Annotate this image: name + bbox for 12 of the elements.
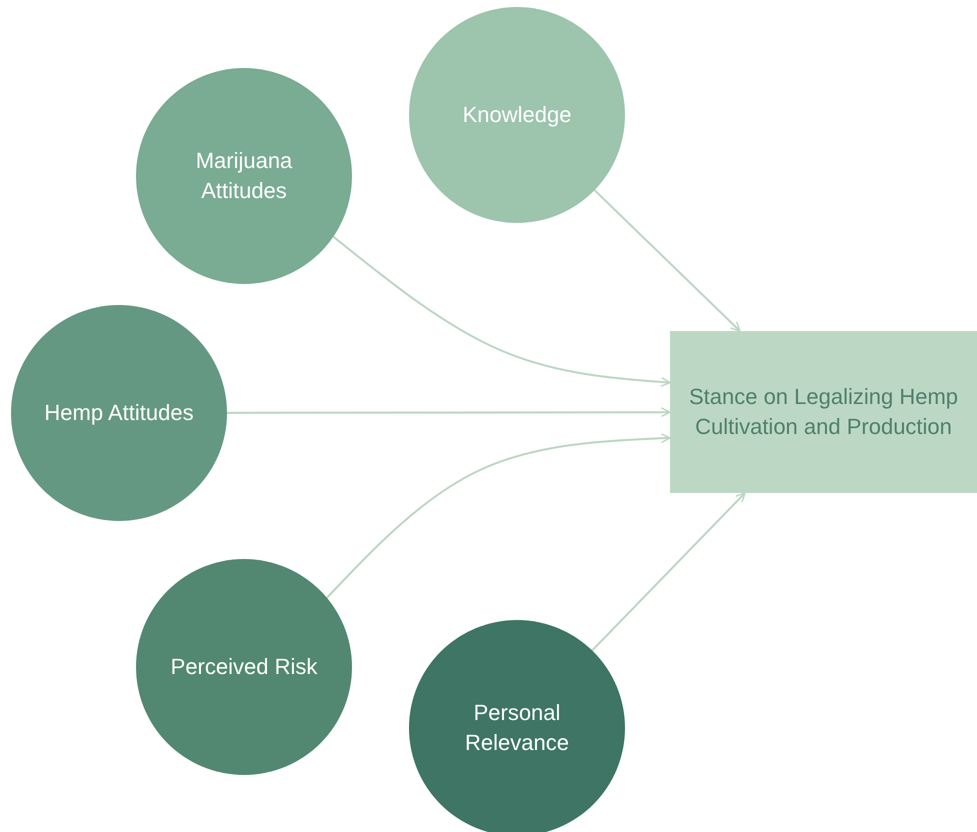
node-label: Knowledge	[462, 101, 572, 129]
arrow	[594, 189, 741, 332]
arrow	[326, 433, 671, 598]
node-label: Perceived Risk	[170, 653, 318, 681]
node-label: Hemp Attitudes	[44, 399, 194, 427]
arrow	[332, 236, 671, 388]
node-label: Marijuana Attitudes	[194, 147, 294, 205]
arrow	[227, 407, 671, 418]
node-label: Stance on Legalizing Hemp Cultivation and Production	[688, 383, 958, 441]
node-label: Personal Relevance	[464, 699, 570, 757]
outcome-box	[670, 331, 977, 493]
arrow	[591, 492, 746, 652]
